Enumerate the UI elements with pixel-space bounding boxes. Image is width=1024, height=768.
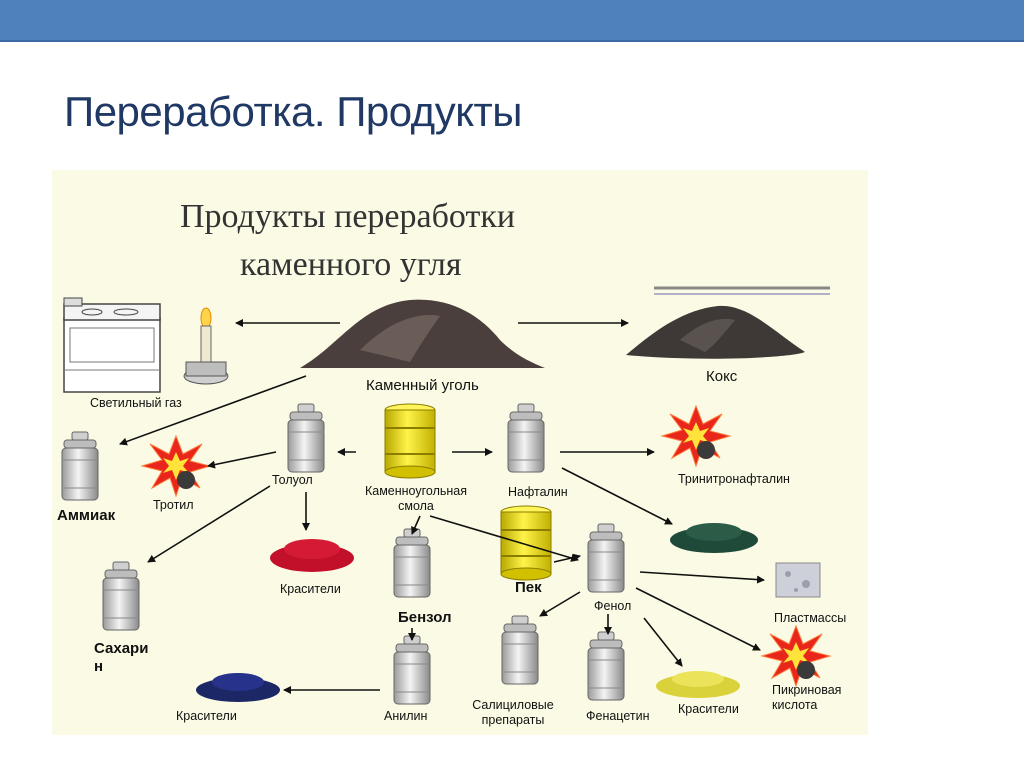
dyes-red-pile-icon: [270, 539, 354, 572]
ammonia-can-icon: [61, 431, 99, 501]
coal-heap-icon: [300, 299, 545, 368]
gas-burner-icon: [183, 307, 229, 385]
top-accent-bar: [0, 0, 1024, 42]
label-dyes-red: Красители: [280, 582, 341, 596]
label-picric-acid-line2: кислота: [772, 698, 818, 712]
label-dyes-blue: Красители: [176, 709, 237, 723]
aniline-can-icon: [393, 635, 431, 705]
label-saccharin-line2: н: [94, 658, 104, 675]
label-trinitronaphthalene: Тринитронафталин: [678, 472, 790, 486]
picric-acid-explosion-icon: [761, 625, 831, 687]
figure-title-line2: каменного угля: [240, 246, 462, 283]
slide-title: Переработка. Продукты: [64, 88, 522, 135]
dyes-blue-pile-icon: [196, 673, 280, 702]
trinitronaphthalene-explosion-icon: [661, 405, 731, 467]
label-coal: Каменный уголь: [366, 377, 479, 394]
label-trotyl: Тротил: [153, 498, 194, 512]
pitch-barrel-icon: [500, 505, 552, 581]
trotyl-explosion-icon: [141, 435, 211, 497]
naphthalene-can-icon: [507, 403, 545, 473]
toluene-can-icon: [287, 403, 325, 473]
label-phenacetin: Фенацетин: [586, 709, 650, 723]
label-picric-acid-line1: Пикриновая: [772, 683, 842, 697]
label-salicylic-line1: Салициловые: [472, 698, 554, 712]
stove-icon: [63, 297, 161, 393]
label-salicylic: Салициловые препараты: [456, 698, 570, 728]
label-coke: Кокс: [706, 368, 738, 385]
label-lighting-gas: Светильный газ: [90, 396, 182, 410]
label-coal-tar: Каменноугольная смола: [346, 484, 486, 514]
dyes-yellow-pile-icon: [656, 671, 740, 698]
label-saccharin-line1: Сахари: [94, 640, 149, 657]
label-phenol: Фенол: [594, 599, 632, 613]
dyes-green-pile-icon: [670, 523, 758, 553]
coke-heap-icon: [626, 305, 805, 359]
label-dyes-yellow: Красители: [678, 702, 739, 716]
phenol-can-icon: [587, 523, 625, 593]
tar-barrel-icon: [384, 403, 436, 479]
label-coal-tar-line2: смола: [398, 499, 434, 513]
label-plastics: Пластмассы: [774, 611, 847, 625]
label-picric-acid: Пикриновая кислота: [772, 683, 841, 713]
label-saccharin: Сахари н: [94, 640, 148, 676]
label-benzene: Бензол: [398, 609, 452, 626]
label-naphthalene: Нафталин: [508, 485, 568, 499]
label-aniline: Анилин: [384, 709, 428, 723]
saccharin-can-icon: [102, 561, 140, 631]
benzene-can-icon: [393, 528, 431, 598]
phenacetin-can-icon: [587, 631, 625, 701]
title-underline: [654, 286, 830, 295]
label-pitch: Пек: [515, 579, 542, 596]
label-toluene: Толуол: [272, 473, 313, 487]
label-salicylic-line2: препараты: [481, 713, 545, 727]
arrows: [119, 319, 765, 694]
plastics-swatch-icon: [775, 562, 821, 598]
label-ammonia: Аммиак: [57, 507, 116, 524]
label-coal-tar-line1: Каменноугольная: [364, 484, 468, 498]
figure-title-line1: Продукты переработки: [180, 198, 516, 235]
salicylic-can-icon: [501, 615, 539, 685]
